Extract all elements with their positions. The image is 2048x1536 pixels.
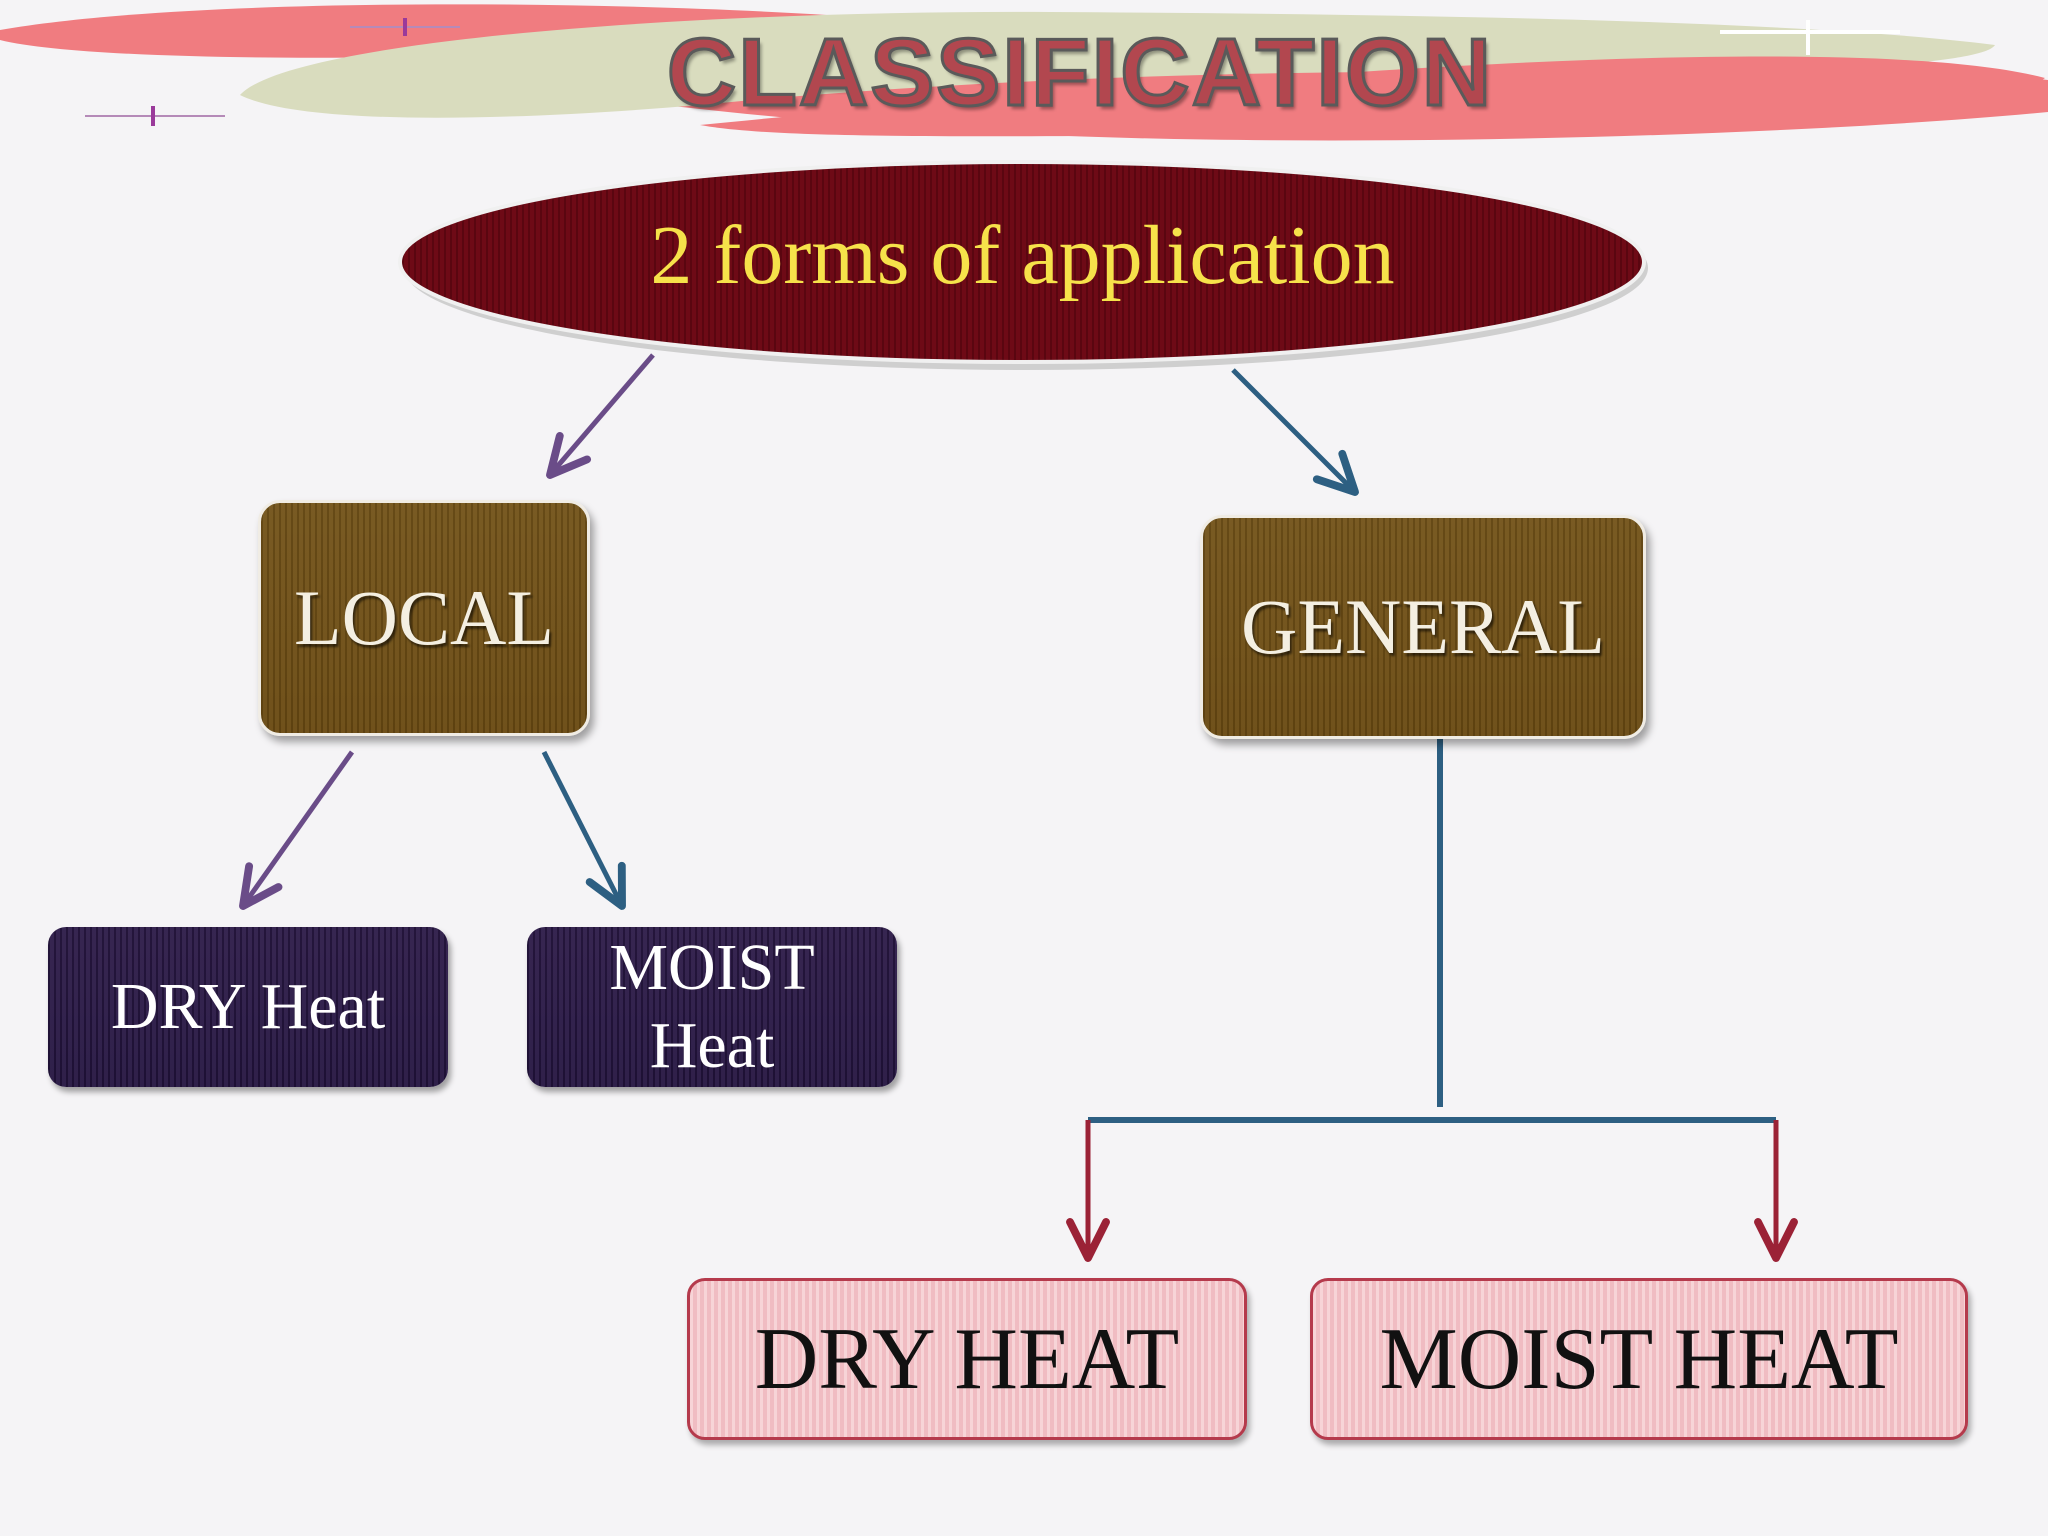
root-node-label: 2 forms of application xyxy=(400,185,1645,325)
root-ellipse xyxy=(398,160,1646,364)
local-node: LOCAL xyxy=(258,500,590,736)
general-moist-heat-node: MOIST HEAT xyxy=(1310,1278,1968,1440)
sparkle-decoration-right xyxy=(1720,20,1900,55)
sparkle-decoration xyxy=(85,18,460,126)
arrow-local-to-moist xyxy=(541,750,626,910)
arrow-root-to-general xyxy=(1231,368,1359,496)
general-moist-heat-label: MOIST HEAT xyxy=(1379,1310,1899,1408)
general-dry-heat-node: DRY HEAT xyxy=(687,1278,1247,1440)
banner-green-swoosh xyxy=(240,11,1995,118)
local-moist-heat-node: MOIST Heat xyxy=(527,927,897,1087)
general-dry-heat-label: DRY HEAT xyxy=(754,1310,1180,1408)
arrow-local-to-dry xyxy=(239,750,355,910)
general-label: GENERAL xyxy=(1241,583,1605,670)
local-moist-heat-label-line1: MOIST xyxy=(609,931,815,1005)
local-label: LOCAL xyxy=(294,574,554,661)
local-dry-heat-node: DRY Heat xyxy=(48,927,448,1087)
local-moist-heat-label-line2: Heat xyxy=(649,1009,775,1082)
banner-red-lower xyxy=(700,56,2045,137)
local-dry-heat-label: DRY Heat xyxy=(110,970,386,1044)
general-node: GENERAL xyxy=(1200,515,1646,739)
arrow-root-to-local xyxy=(546,353,655,479)
root-label: 2 forms of application xyxy=(650,208,1395,302)
slide-title: CLASSIFICATION xyxy=(665,18,1494,128)
